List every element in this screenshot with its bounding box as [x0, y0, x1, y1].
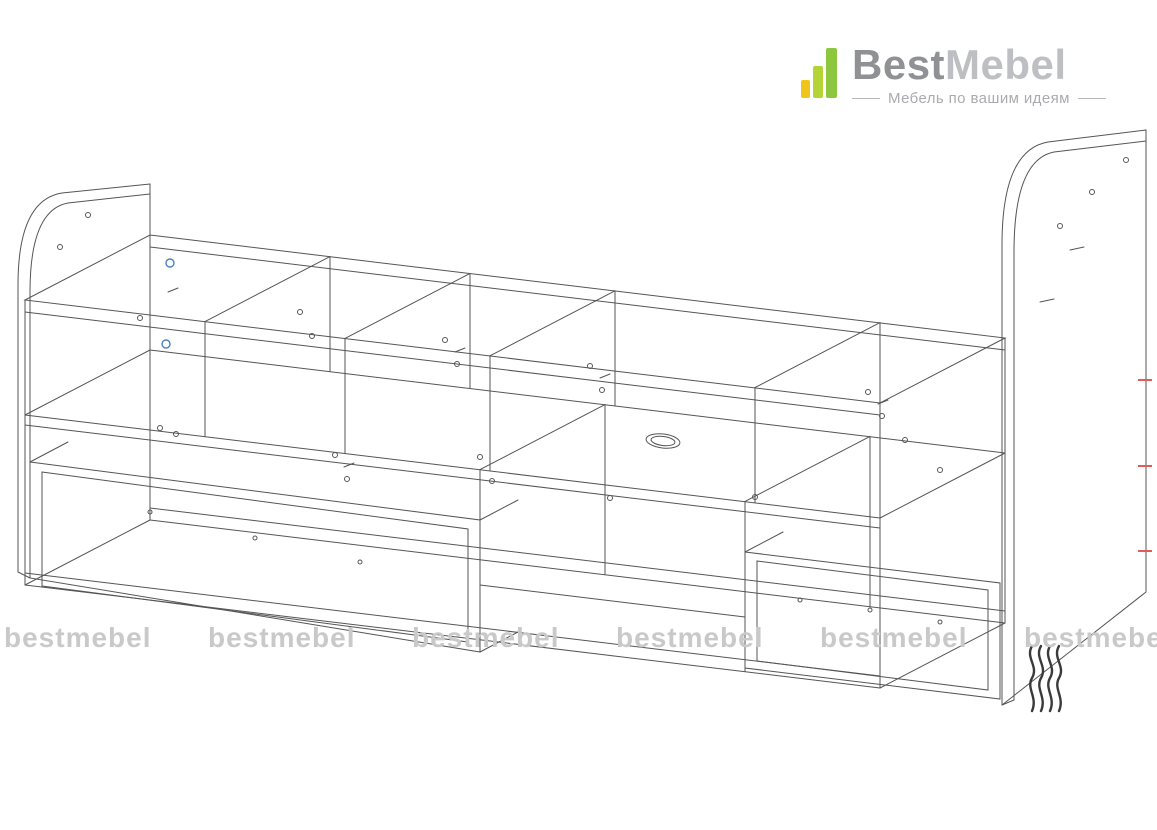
watermark-text: bestmebel [412, 622, 560, 653]
fittings [57, 157, 1129, 625]
upper-dividers [204, 256, 881, 504]
watermark-text: bestmebel [4, 622, 152, 653]
brand-name-secondary: Mebel [945, 41, 1067, 88]
tagline-rule-left [852, 98, 880, 99]
bar-chart-logo-icon [801, 48, 837, 98]
mid-shelf [24, 349, 1006, 529]
watermark-text: bestmebel [208, 622, 356, 653]
accent-marks [161, 258, 1152, 552]
cable-hole [645, 433, 681, 449]
tagline-rule-right [1077, 98, 1106, 99]
right-drawer [744, 531, 1001, 700]
hinge-squiggles [1028, 644, 1063, 713]
brand-name: BestMebel [852, 44, 1106, 86]
watermark-text: bestmebel [1024, 622, 1157, 653]
brand-logo: BestMebel Мебель по вашим идеям [800, 44, 1106, 107]
headboard-panel [1001, 129, 1147, 706]
brand-logo-text: BestMebel Мебель по вашим идеям [852, 44, 1106, 107]
left-drawer [29, 441, 519, 653]
watermark-text: bestmebel [616, 622, 764, 653]
watermark-text: bestmebel [820, 622, 968, 653]
brand-name-primary: Best [852, 41, 946, 88]
carcass-edges [23, 234, 1007, 689]
tagline-text: Мебель по вашим идеям [888, 90, 1070, 107]
brand-tagline: Мебель по вашим идеям [852, 90, 1106, 107]
footboard-panel [17, 183, 151, 579]
